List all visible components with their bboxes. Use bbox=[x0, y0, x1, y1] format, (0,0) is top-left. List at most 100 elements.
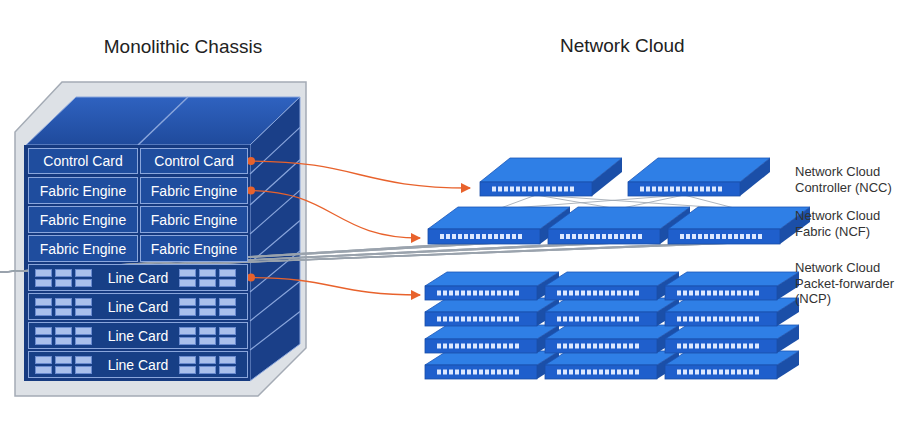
line-card: Line Card bbox=[28, 322, 248, 349]
switch-port bbox=[515, 291, 519, 296]
switch-port bbox=[713, 344, 717, 349]
switch-port bbox=[461, 344, 465, 349]
switch-icon bbox=[665, 298, 799, 326]
tier-label: Network Cloud Controller (NCC) bbox=[795, 164, 897, 195]
switch-port bbox=[677, 344, 681, 349]
port-icon bbox=[179, 308, 196, 316]
cloud-links bbox=[0, 195, 740, 272]
switch-port bbox=[635, 317, 639, 322]
switch-port bbox=[506, 234, 510, 239]
switch-port bbox=[692, 234, 696, 239]
switch-top bbox=[665, 272, 799, 286]
switch-port bbox=[695, 317, 699, 322]
port-icon bbox=[219, 327, 236, 335]
switch-icon bbox=[425, 351, 559, 379]
port-icon bbox=[35, 337, 52, 345]
port-icon bbox=[199, 356, 216, 364]
switch-port bbox=[467, 344, 471, 349]
switch-port bbox=[492, 187, 496, 192]
switch-port bbox=[461, 370, 465, 375]
switch-port bbox=[476, 234, 480, 239]
switch-port bbox=[701, 344, 705, 349]
switch-port bbox=[449, 370, 453, 375]
port-icon bbox=[219, 356, 236, 364]
switch-front bbox=[668, 229, 780, 244]
switch-port bbox=[617, 291, 621, 296]
port-icon bbox=[179, 269, 196, 277]
switch-port bbox=[470, 234, 474, 239]
switch-icon bbox=[545, 298, 679, 326]
switch-port bbox=[593, 344, 597, 349]
switch-port bbox=[461, 291, 465, 296]
switch-port bbox=[737, 317, 741, 322]
port-icon bbox=[35, 356, 52, 364]
port-icon bbox=[55, 356, 72, 364]
switch-port bbox=[686, 234, 690, 239]
switch-port bbox=[494, 234, 498, 239]
switch-port bbox=[575, 291, 579, 296]
switch-port bbox=[569, 291, 573, 296]
switch-port bbox=[688, 187, 692, 192]
switch-port bbox=[743, 370, 747, 375]
chassis-card: Fabric Engine bbox=[28, 206, 138, 233]
card-label: Fabric Engine bbox=[151, 212, 237, 228]
switch-icon bbox=[665, 351, 799, 379]
switch-port bbox=[683, 317, 687, 322]
switch-port bbox=[563, 344, 567, 349]
switch-port bbox=[479, 370, 483, 375]
switch-port bbox=[455, 291, 459, 296]
switch-port bbox=[467, 370, 471, 375]
switch-front bbox=[665, 365, 777, 379]
switch-port bbox=[629, 370, 633, 375]
switch-port bbox=[701, 370, 705, 375]
switch-top bbox=[665, 325, 799, 339]
switch-port bbox=[557, 370, 561, 375]
switch-port bbox=[677, 291, 681, 296]
port-icon bbox=[219, 269, 236, 277]
switch-port bbox=[629, 344, 633, 349]
switch-port bbox=[443, 317, 447, 322]
switch-port bbox=[749, 344, 753, 349]
switch-port bbox=[632, 234, 636, 239]
switch-port bbox=[623, 317, 627, 322]
line-card: Line Card bbox=[28, 351, 248, 378]
chassis-housing bbox=[15, 82, 306, 396]
port-icon bbox=[179, 327, 196, 335]
port-icon bbox=[35, 269, 52, 277]
switch-port bbox=[664, 187, 668, 192]
switch-front bbox=[428, 229, 540, 244]
switch-port bbox=[509, 344, 513, 349]
switch-port bbox=[516, 187, 520, 192]
chassis-card: Fabric Engine bbox=[28, 235, 138, 262]
switch-port bbox=[497, 370, 501, 375]
line-card: Line Card bbox=[28, 264, 248, 291]
switch-side bbox=[777, 351, 799, 379]
port-icon bbox=[75, 298, 92, 306]
port-icon bbox=[55, 337, 72, 345]
switch-port bbox=[455, 370, 459, 375]
switch-port bbox=[566, 234, 570, 239]
switch-port bbox=[719, 370, 723, 375]
port-icon bbox=[55, 269, 72, 277]
switch-front bbox=[548, 229, 660, 244]
switch-port bbox=[440, 234, 444, 239]
switch-port bbox=[605, 370, 609, 375]
switch-port bbox=[437, 344, 441, 349]
switch-port bbox=[557, 317, 561, 322]
switch-port bbox=[731, 344, 735, 349]
switch-port bbox=[570, 187, 574, 192]
switch-port bbox=[635, 370, 639, 375]
switch-port bbox=[443, 344, 447, 349]
port-icon bbox=[179, 366, 196, 374]
switch-port bbox=[515, 317, 519, 322]
switch-port bbox=[611, 344, 615, 349]
switch-port bbox=[563, 291, 567, 296]
switch-port bbox=[575, 370, 579, 375]
switch-port bbox=[611, 317, 615, 322]
mapping-arrow bbox=[247, 187, 420, 239]
switch-port bbox=[749, 370, 753, 375]
switch-port bbox=[701, 291, 705, 296]
switch-side bbox=[592, 158, 622, 196]
switch-port bbox=[718, 187, 722, 192]
switch-port bbox=[743, 344, 747, 349]
